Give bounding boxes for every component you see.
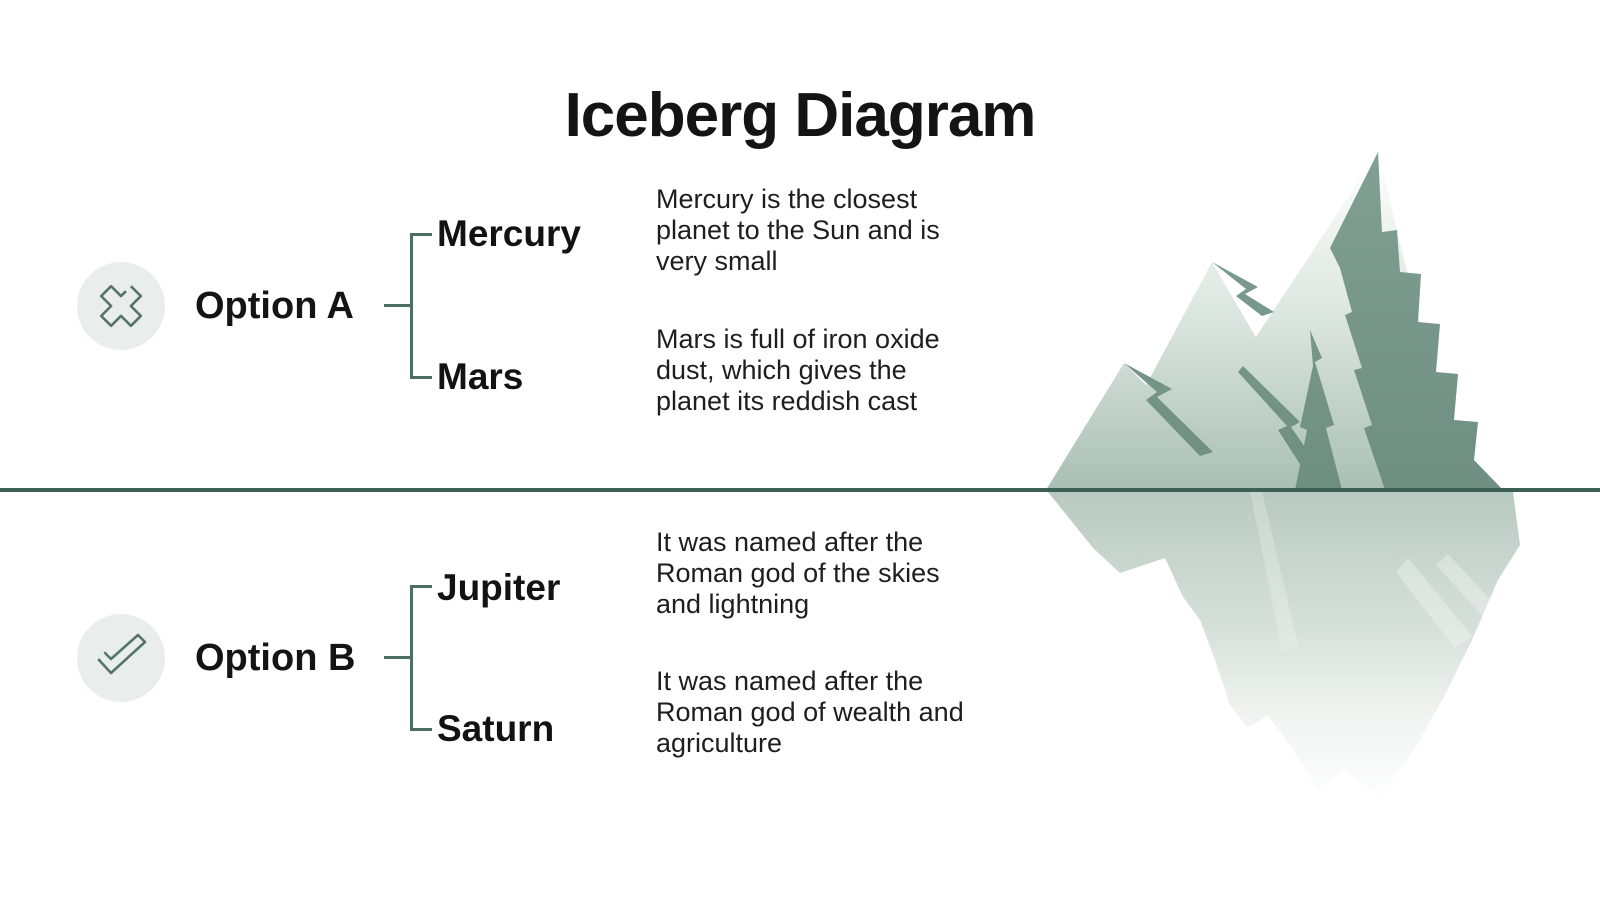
page-title: Iceberg Diagram	[564, 81, 1037, 150]
option-a-connector-tick-top	[410, 233, 432, 236]
option-a-connector-spine	[410, 233, 413, 379]
iceberg-underwater-facet	[1436, 554, 1500, 621]
iceberg-left-peak-shadow	[1124, 363, 1213, 456]
branch-name-saturn: Saturn	[437, 708, 555, 749]
option-b-connector-tick-top	[410, 585, 432, 588]
option-b-connector-stub	[384, 656, 412, 659]
waterline	[0, 488, 1600, 492]
option-a-connector-stub	[384, 304, 412, 307]
option-b-label: Option B	[195, 637, 356, 679]
iceberg-illustration	[1046, 152, 1520, 796]
cross-icon	[99, 284, 143, 328]
branch-desc-mercury: Mercury is the closest planet to the Sun…	[656, 184, 940, 276]
branch-name-jupiter: Jupiter	[437, 567, 561, 608]
branch-desc-jupiter: It was named after the Roman god of the …	[656, 527, 940, 619]
check-icon	[97, 633, 147, 675]
badge-circle	[77, 614, 165, 702]
branch-name-mercury: Mercury	[437, 213, 581, 254]
option-b-connector-spine	[410, 585, 413, 731]
iceberg-ridge-shadow	[1238, 366, 1321, 472]
iceberg-underwater-facet	[1396, 558, 1472, 648]
iceberg-underwater-shape	[1048, 492, 1520, 796]
branch-desc-mars: Mars is full of iron oxide dust, which g…	[656, 324, 940, 416]
option-b-connector-tick-bottom	[410, 728, 432, 731]
branch-desc-saturn: It was named after the Roman god of weal…	[656, 666, 964, 758]
option-b-badge	[77, 614, 165, 702]
badge-circle	[77, 262, 165, 350]
branch-name-mars: Mars	[437, 356, 524, 397]
option-a-badge	[77, 262, 165, 350]
iceberg-underwater-facet	[1250, 492, 1298, 651]
iceberg-right-shadow-facet	[1330, 152, 1503, 490]
option-a-connector-tick-bottom	[410, 376, 432, 379]
iceberg-middle-peak-shadow	[1212, 262, 1274, 316]
option-a-label: Option A	[195, 285, 354, 327]
